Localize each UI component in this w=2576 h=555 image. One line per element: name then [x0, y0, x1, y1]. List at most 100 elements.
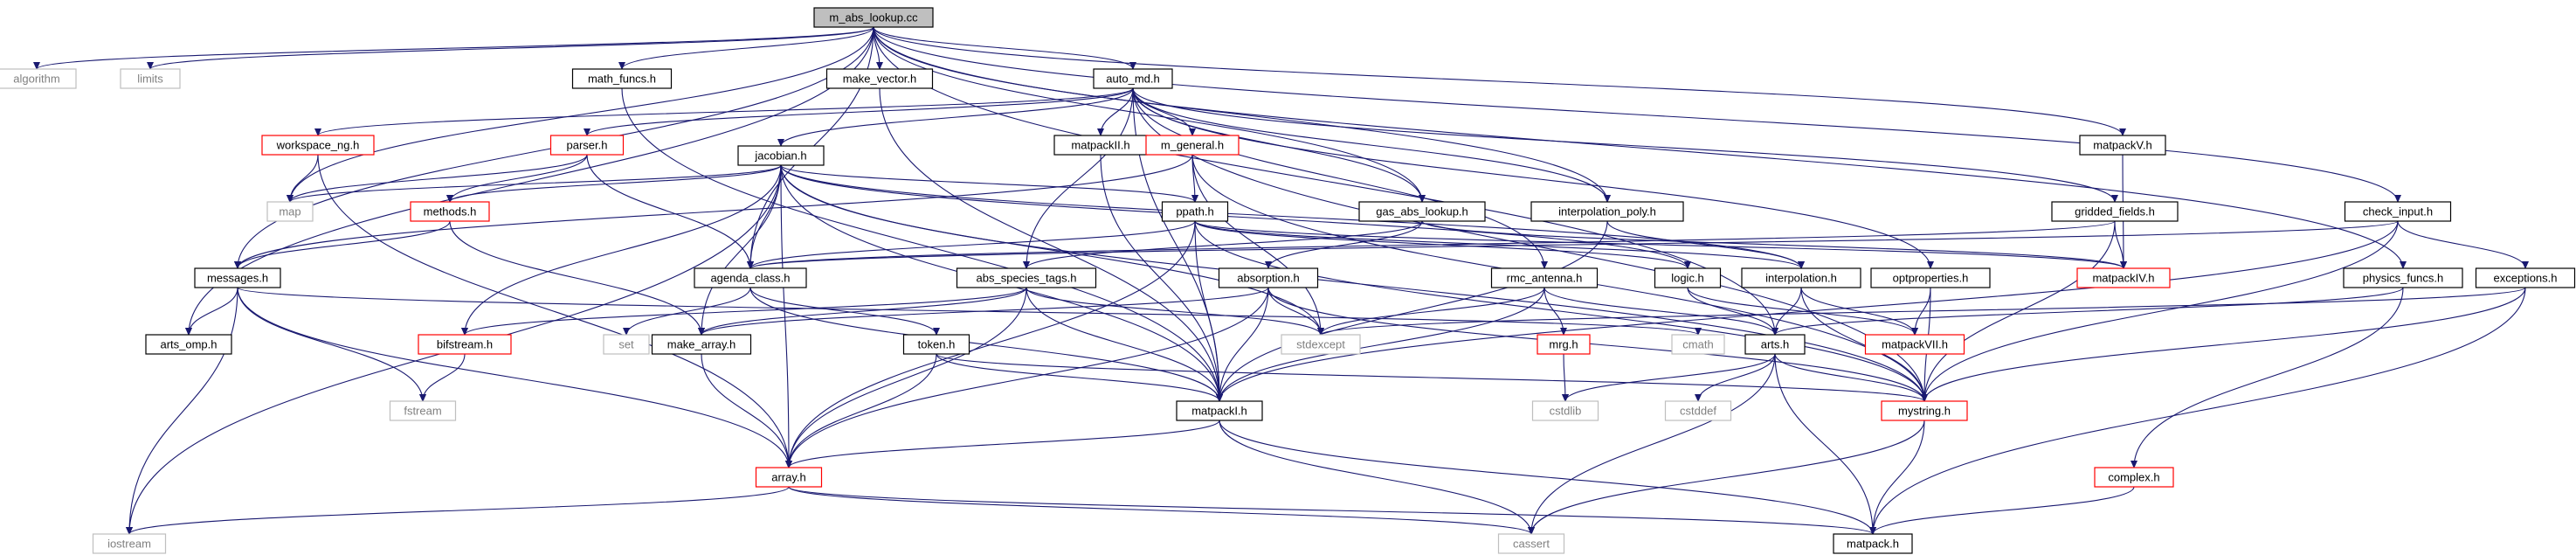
edge-agenda_class-to-token: [749, 287, 940, 336]
edge-auto_md-to-optproperties: [1132, 87, 1934, 269]
node-abs-species-tags[interactable]: abs_species_tags.h: [956, 267, 1097, 288]
node-label: messages.h: [207, 272, 268, 285]
node-rmc-antenna[interactable]: rmc_antenna.h: [1490, 267, 1599, 288]
node-box: [2344, 201, 2452, 222]
edge-root-to-gas_abs_lookup: [873, 26, 1426, 203]
node-root[interactable]: m_abs_lookup.cc: [813, 7, 934, 28]
node-box: [2079, 135, 2166, 156]
node-label: complex.h: [2108, 471, 2159, 484]
node-box: [1654, 267, 1722, 288]
edge-arts-to-cstdlib: [1562, 353, 1776, 402]
edge-messages-to-iostream: [126, 287, 238, 535]
node-make-vector[interactable]: make_vector.h: [825, 68, 934, 89]
node-make-array[interactable]: make_array.h: [651, 334, 752, 355]
edge-mystring-to-cassert: [1528, 420, 1925, 535]
edge-gas_abs_lookup-to-absorption: [1265, 220, 1423, 269]
node-label: m_abs_lookup.cc: [829, 11, 918, 24]
node-box: [1497, 533, 1565, 554]
node-label: logic.h: [1671, 272, 1704, 285]
node-check-input[interactable]: check_input.h: [2344, 201, 2452, 222]
node-box: [694, 267, 807, 288]
node-arts[interactable]: arts.h: [1744, 334, 1806, 355]
edge-jacobian-to-map: [287, 164, 782, 203]
edge-jacobian-to-logic: [780, 164, 1691, 269]
node-jacobian[interactable]: jacobian.h: [737, 145, 825, 166]
node-label: cmath: [1682, 338, 1713, 351]
node-box: [2343, 267, 2463, 288]
node-label: map: [279, 205, 300, 219]
node-box: [1530, 201, 1684, 222]
node-methods[interactable]: methods.h: [410, 201, 490, 222]
node-optproperties[interactable]: optproperties.h: [1870, 267, 1991, 288]
node-label: interpolation.h: [1765, 272, 1837, 285]
node-box: [1176, 400, 1263, 421]
edge-auto_md-to-jacobian: [777, 87, 1134, 147]
node-math-funcs[interactable]: math_funcs.h: [571, 68, 673, 89]
node-logic[interactable]: logic.h: [1654, 267, 1722, 288]
node-physics-funcs[interactable]: physics_funcs.h: [2343, 267, 2463, 288]
edge-auto_md-to-m_general: [1132, 87, 1196, 136]
edge-check_input-to-agenda_class: [747, 220, 2399, 269]
node-matpackVII[interactable]: matpackVII.h: [1864, 334, 1965, 355]
node-box: [266, 201, 314, 222]
node-matpackV[interactable]: matpackV.h: [2079, 135, 2166, 156]
edge-abs_species_tags-to-matpackI: [1026, 287, 1223, 402]
edge-parser-to-map: [287, 154, 588, 203]
edge-make_array-to-array: [701, 353, 792, 468]
node-array[interactable]: array.h: [755, 467, 823, 488]
node-matpackIV[interactable]: matpackIV.h: [2076, 267, 2171, 288]
node-cstdlib: cstdlib: [1531, 400, 1599, 421]
node-box: [1744, 334, 1806, 355]
node-gas-abs-lookup[interactable]: gas_abs_lookup.h: [1358, 201, 1486, 222]
node-mystring[interactable]: mystring.h: [1881, 400, 1968, 421]
node-label: make_array.h: [667, 338, 736, 351]
node-ppath[interactable]: ppath.h: [1161, 201, 1229, 222]
node-matpackI[interactable]: matpackI.h: [1176, 400, 1263, 421]
node-agenda-class[interactable]: agenda_class.h: [694, 267, 807, 288]
edge-absorption-to-mystring: [1267, 287, 1928, 402]
node-label: matpackIV.h: [2092, 272, 2154, 285]
node-stdexcept: stdexcept: [1281, 334, 1361, 355]
node-exceptions[interactable]: exceptions.h: [2475, 267, 2576, 288]
node-gridded-fields[interactable]: gridded_fields.h: [2051, 201, 2179, 222]
node-complex[interactable]: complex.h: [2094, 467, 2174, 488]
node-parser[interactable]: parser.h: [549, 135, 625, 156]
node-label: workspace_ng.h: [276, 139, 360, 152]
node-label: check_input.h: [2363, 205, 2433, 219]
node-workspace-ng[interactable]: workspace_ng.h: [261, 135, 375, 156]
node-fstream: fstream: [389, 400, 457, 421]
node-absorption[interactable]: absorption.h: [1218, 267, 1319, 288]
node-matpack[interactable]: matpack.h: [1833, 533, 1913, 554]
node-auto-md[interactable]: auto_md.h: [1093, 68, 1173, 89]
node-label: token.h: [918, 338, 956, 351]
node-messages[interactable]: messages.h: [194, 267, 281, 288]
node-arts-omp[interactable]: arts_omp.h: [145, 334, 232, 355]
node-box: [902, 334, 970, 355]
edge-complex-to-matpack: [1869, 486, 2135, 535]
edge-token-to-matpackI: [936, 353, 1223, 402]
node-label: physics_funcs.h: [2363, 272, 2444, 285]
edge-auto_md-to-matpackII: [1097, 87, 1134, 136]
edge-gridded_fields-to-mystring: [1921, 220, 2116, 402]
node-interpolation[interactable]: interpolation.h: [1741, 267, 1861, 288]
edge-auto_md-to-parser: [584, 87, 1134, 136]
edge-physics_funcs-to-complex: [2131, 287, 2404, 468]
node-bifstream[interactable]: bifstream.h: [418, 334, 512, 355]
edge-absorption-to-make_array: [698, 287, 1269, 336]
edge-auto_md-to-workspace_ng: [314, 87, 1134, 136]
node-box: [120, 68, 181, 89]
node-box: [651, 334, 752, 355]
node-label: make_vector.h: [843, 73, 917, 86]
node-token[interactable]: token.h: [902, 334, 970, 355]
edge-array-to-iostream: [126, 486, 790, 535]
node-mrg[interactable]: mrg.h: [1537, 334, 1591, 355]
node-label: m_general.h: [1161, 139, 1224, 152]
node-matpackII[interactable]: matpackII.h: [1053, 135, 1148, 156]
node-box: [1833, 533, 1913, 554]
edge-workspace_ng-to-map: [287, 154, 319, 203]
node-label: jacobian.h: [754, 149, 806, 163]
edge-abs_species_tags-to-make_array: [698, 287, 1027, 336]
node-interpolation-poly[interactable]: interpolation_poly.h: [1530, 201, 1684, 222]
node-label: math_funcs.h: [588, 73, 656, 86]
node-m-general[interactable]: m_general.h: [1145, 135, 1240, 156]
